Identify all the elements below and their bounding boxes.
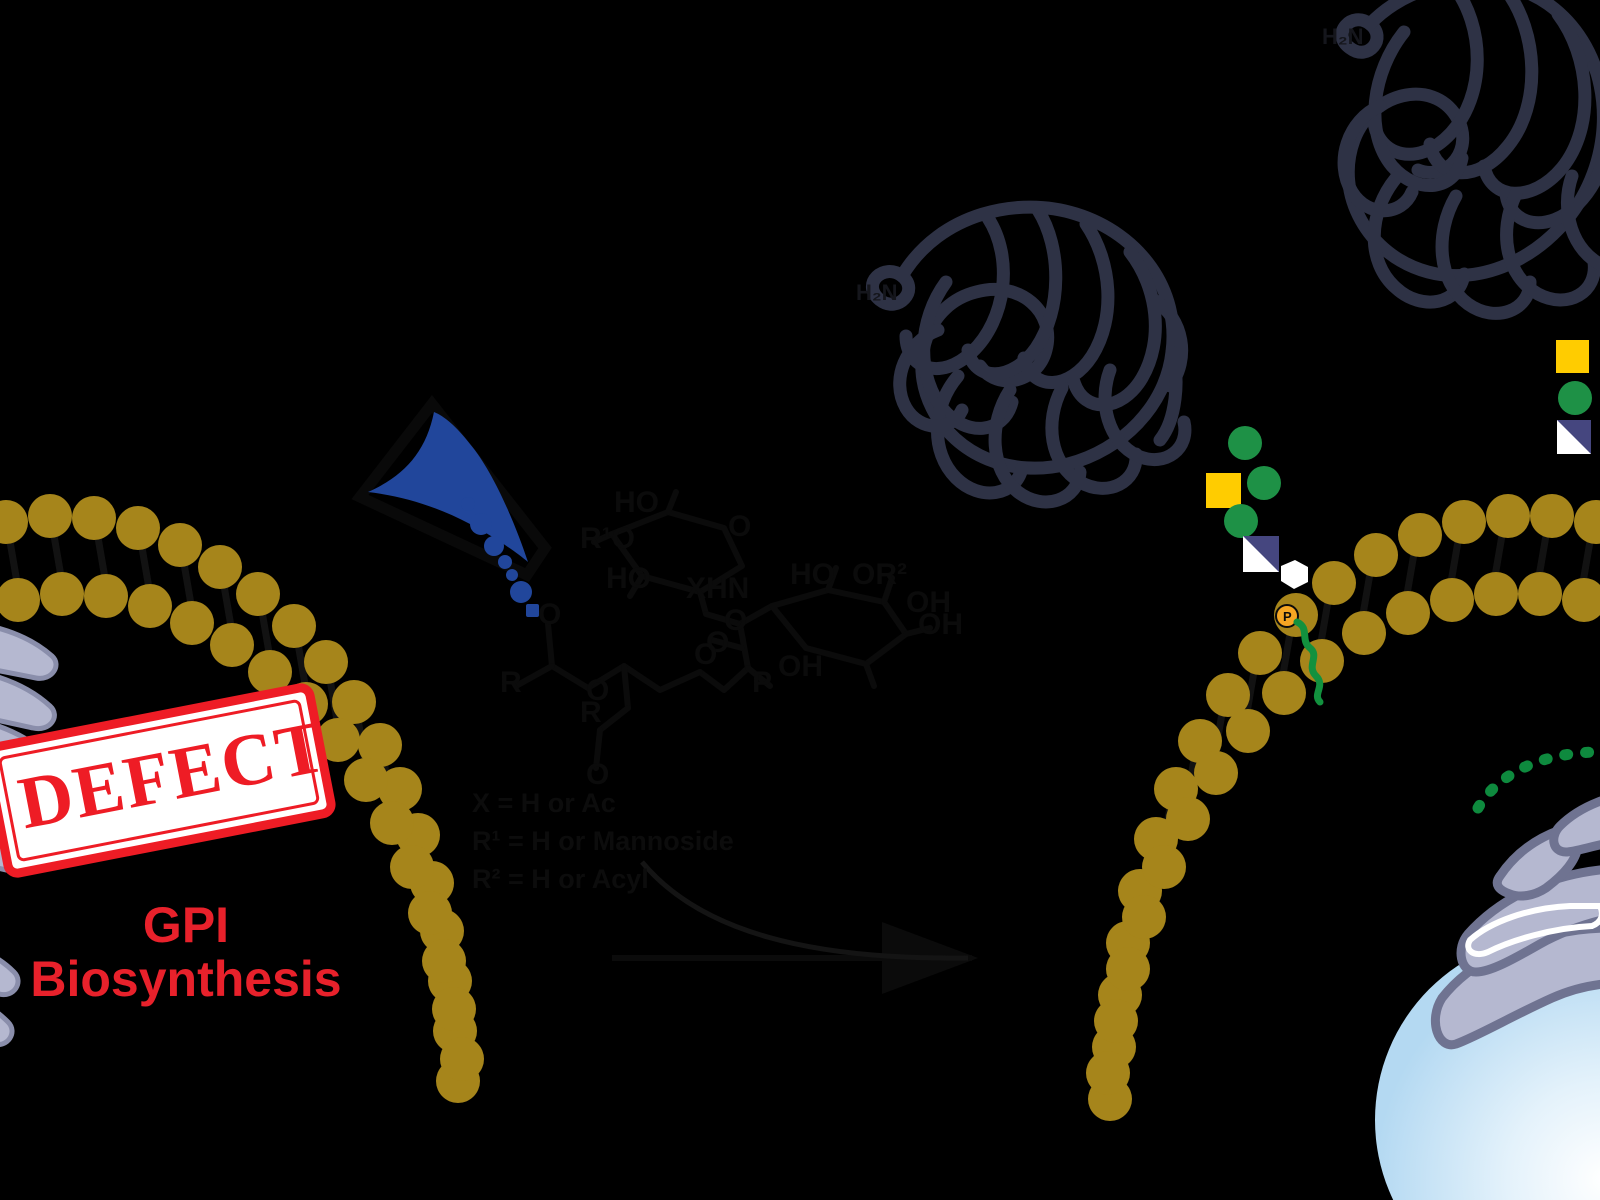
gpi-structure-atom-labels: HO R¹O HO XHN O HO OR² OH OH O P O OH O … [500, 486, 963, 791]
gpi-label-line1: GPI [142, 897, 230, 953]
golgi-right [1375, 746, 1600, 1200]
symbol-glucosamine-2 [1557, 420, 1591, 454]
label-r-acyl-1: R [500, 666, 522, 699]
symbol-mannose-4 [1558, 381, 1592, 415]
symbol-glucosamine [1243, 536, 1279, 572]
symbol-mannose-3 [1224, 504, 1258, 538]
protein-gpi-anchored-nterm-label: H₂N [1322, 24, 1364, 49]
label-o-ring-1: O [728, 510, 751, 543]
lipid-bilayer-left [0, 494, 484, 1103]
label-oh-3: OH [778, 650, 823, 683]
reaction-arrow [612, 860, 978, 994]
label-r1o: R¹O [580, 522, 635, 555]
gpi-anchor-glycan: P [1206, 426, 1324, 706]
gpi-lipid-tail [1293, 618, 1324, 706]
funnel-droplets [461, 497, 539, 617]
label-p: P [752, 666, 772, 699]
gpi-label-line2: Biosynthesis [30, 951, 342, 1007]
label-or2: OR² [852, 558, 907, 591]
symbol-mannose-1 [1228, 426, 1262, 460]
chemistry-legend: X = H or Ac R¹ = H or Mannoside R² = H o… [472, 788, 734, 894]
label-o-p1: O [706, 626, 729, 659]
label-o-carbonyl-1: O [538, 598, 561, 631]
symbol-inositol [1281, 560, 1308, 589]
symbol-galnac-2 [1556, 340, 1589, 373]
legend-line-r2: R² = H or Acyl [472, 864, 649, 894]
label-ho-1: HO [614, 486, 659, 519]
symbol-phosphate [1275, 604, 1299, 628]
protein-gpi-anchored [1335, 0, 1600, 320]
symbol-galnac [1206, 473, 1241, 508]
label-ho-3: HO [790, 558, 835, 591]
protein-precursor-nterm-label: H₂N [856, 280, 898, 305]
transport-track-dotted [1472, 746, 1600, 814]
label-o-carbonyl-2: O [586, 758, 609, 791]
label-o-ester-1: O [694, 638, 717, 671]
symbol-mannose-2 [1247, 466, 1281, 500]
gpi-biosynthesis-label: GPI Biosynthesis [0, 898, 372, 1006]
label-oh-2: OH [918, 608, 963, 641]
gpi-anchor-glycan-secondary [1556, 340, 1592, 454]
secretory-funnel [351, 395, 552, 617]
label-oh-1: OH [906, 586, 951, 619]
gpi-chemical-structure [513, 489, 933, 771]
legend-line-x: X = H or Ac [472, 788, 616, 818]
label-o-ester-2: O [586, 674, 609, 707]
label-xhn: XHN [686, 572, 749, 605]
label-ho-2: HO [606, 562, 651, 595]
phosphate-label: P [1283, 609, 1292, 624]
protein-precursor [866, 200, 1192, 509]
golgi-lumen-highlight [1465, 903, 1600, 958]
label-r-acyl-2: R [580, 696, 602, 729]
legend-line-r1: R¹ = H or Mannoside [472, 826, 734, 856]
label-o-link: O [724, 604, 747, 637]
